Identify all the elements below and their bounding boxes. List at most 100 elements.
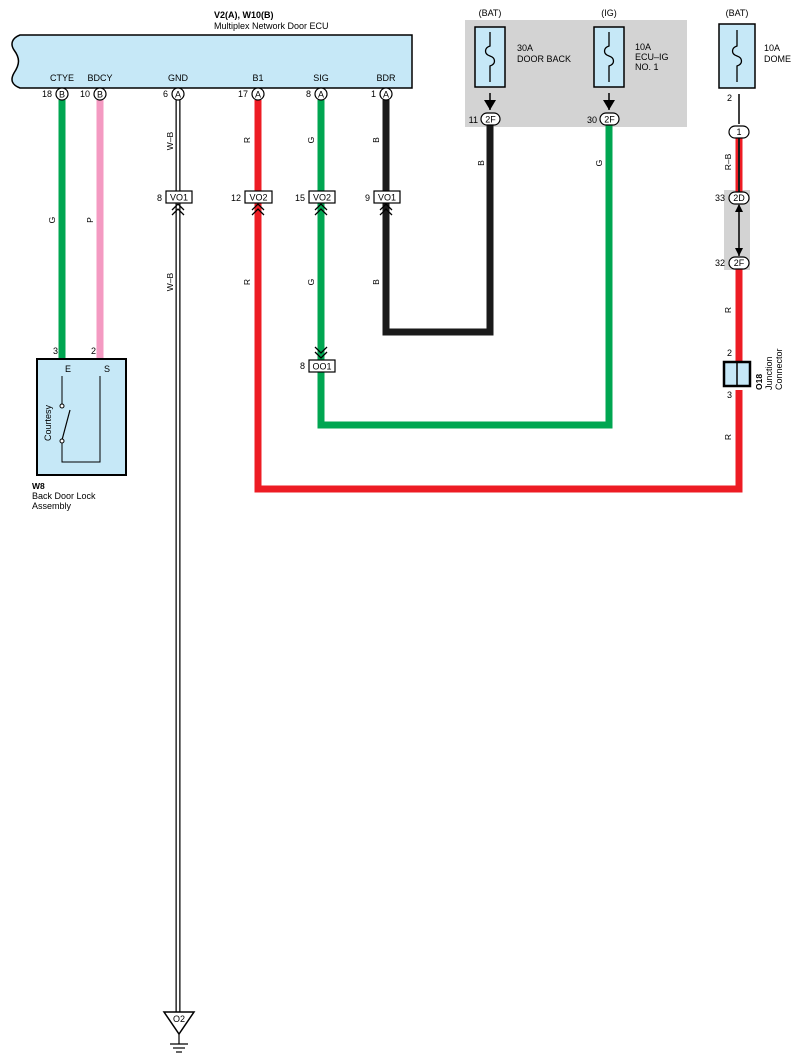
inline-pin: 12 — [231, 193, 241, 203]
fuse-source: (BAT) — [726, 8, 749, 18]
fuse-conn: 2F — [604, 115, 615, 125]
ecu-terminal-sig: SIG 8 A — [306, 73, 329, 101]
fuse-icon — [484, 32, 496, 82]
switch-pin-e: 3 — [53, 346, 58, 356]
inline-connector-gnd: 8 VO1 — [157, 190, 193, 216]
fuse-icon — [731, 30, 743, 82]
inline-connector-b1: 12 VO2 — [231, 190, 273, 216]
terminal-pin: 10 — [80, 89, 90, 99]
terminal-pin: 17 — [238, 89, 248, 99]
ecu-terminal-gnd: GND 6 A — [163, 73, 189, 101]
fuse-ecu-ig: (IG) 10A ECU–IG NO. 1 30 2F — [587, 8, 669, 126]
terminal-name: CTYE — [50, 73, 74, 83]
arrow-ecuig — [603, 100, 615, 110]
switch-w8: 3 2 E S Courtesy W8 Back Door Lock Assem… — [32, 346, 127, 511]
junction-pin-number: 33 — [715, 193, 725, 203]
terminal-pin: 6 — [163, 89, 168, 99]
fuse-name: DOOR BACK — [517, 54, 571, 64]
wire-code-bdr-top: B — [371, 137, 381, 143]
switch-name-2: Assembly — [32, 501, 72, 511]
wire-bdr — [382, 100, 494, 336]
fuse-rating: 10A — [635, 42, 651, 52]
wire-code-sig-top: G — [306, 137, 316, 144]
terminal-name: BDCY — [87, 73, 112, 83]
switch-term-e: E — [65, 364, 71, 374]
wire-code-doorback: B — [476, 160, 486, 166]
terminal-pin: 18 — [42, 89, 52, 99]
inline-name: VO2 — [249, 193, 267, 203]
inline-connector-oo1: 8 OO1 — [300, 346, 336, 373]
o18-id: O18 — [754, 374, 764, 390]
jb-arrow-down — [735, 248, 743, 256]
ecu-terminal-bdcy: BDCY 10 B — [80, 73, 113, 101]
wire-code-b1-top: R — [242, 137, 252, 143]
wire-sig-bottom — [317, 125, 613, 429]
inline-pin: 9 — [365, 193, 370, 203]
fuse-conn: 2F — [485, 115, 496, 125]
ecu-terminal-ctye: CTYE 18 B — [42, 73, 74, 101]
switch-inner-label: Courtesy — [43, 404, 53, 441]
terminal-name: BDR — [376, 73, 396, 83]
fuse-name: DOME — [764, 54, 791, 64]
wire-code-ecuig: G — [594, 160, 604, 167]
junction-pin-label: 1 — [736, 127, 741, 137]
wire-code-gnd-bottom: W–B — [165, 272, 175, 291]
fuse-rating: 30A — [517, 43, 533, 53]
switch-name-1: Back Door Lock — [32, 491, 96, 501]
terminal-conn: A — [255, 90, 261, 100]
inline-pin: 8 — [300, 361, 305, 371]
switch-id: W8 — [32, 481, 45, 491]
terminal-name: GND — [168, 73, 189, 83]
fuse-pin: 30 — [587, 115, 597, 125]
inline-pin: 8 — [157, 193, 162, 203]
ecu-body — [11, 34, 413, 89]
fuse-name: ECU–IG — [635, 52, 669, 62]
ecu-subtitle: Multiplex Network Door ECU — [214, 21, 329, 31]
terminal-conn: B — [97, 90, 103, 100]
wire-code-dome-mid: R — [723, 307, 733, 313]
wire-b1 — [254, 100, 743, 493]
ecu-title: V2(A), W10(B) — [214, 10, 274, 20]
o18-line1: Junction — [764, 356, 774, 390]
inline-name: VO1 — [170, 193, 188, 203]
o18-line2: Connector — [774, 348, 784, 390]
terminal-pin: 1 — [371, 89, 376, 99]
fuse-door-back: (BAT) 30A DOOR BACK 11 2F — [469, 8, 571, 126]
fuse-icon — [603, 32, 615, 82]
inline-name: VO1 — [378, 193, 396, 203]
fuse-pin: 11 — [469, 115, 478, 125]
o18-pin-top: 2 — [727, 348, 732, 358]
inline-name: VO2 — [313, 193, 331, 203]
wire-code-dome-bottom: R — [723, 434, 733, 440]
terminal-conn: A — [318, 90, 324, 100]
junction-pin-number: 32 — [715, 258, 725, 268]
wire-code-dome-top: R–B — [723, 153, 733, 170]
inline-name: OO1 — [312, 362, 331, 372]
jb-arrow-up — [735, 204, 743, 212]
wire-code-b1-bottom: R — [242, 279, 252, 285]
fuse-pin: 2 — [727, 93, 732, 103]
fuse-source: (BAT) — [479, 8, 502, 18]
wire-code-bdcy: P — [85, 217, 95, 223]
switch-pin-s: 2 — [91, 346, 96, 356]
ground-icon — [170, 1043, 188, 1053]
fuse-dome: (BAT) 10A DOME 2 — [718, 8, 791, 103]
junction-pin-2d: 33 2D — [715, 191, 750, 205]
junction-pin-conn: 2F — [734, 258, 745, 268]
inline-pin: 15 — [295, 193, 305, 203]
terminal-name: SIG — [313, 73, 329, 83]
switch-contact-icon — [59, 376, 101, 463]
junction-pin-1: 1 — [728, 125, 750, 139]
fuse-rating: 10A — [764, 43, 780, 53]
junction-pin-2f: 32 2F — [715, 256, 750, 270]
wire-code-ctye: G — [47, 217, 57, 224]
junction-connector-o18: 2 3 O18 Junction Connector — [722, 348, 784, 400]
inline-connector-sig: 15 VO2 — [295, 190, 336, 216]
ecu-terminal-b1: B1 17 A — [238, 73, 265, 101]
terminal-conn: A — [175, 90, 181, 100]
wire-code-sig-bottom: G — [306, 279, 316, 286]
ground-o2: O2 — [162, 1011, 196, 1053]
arrow-doorback — [484, 100, 496, 110]
ground-id: O2 — [173, 1014, 185, 1024]
switch-term-s: S — [104, 364, 110, 374]
